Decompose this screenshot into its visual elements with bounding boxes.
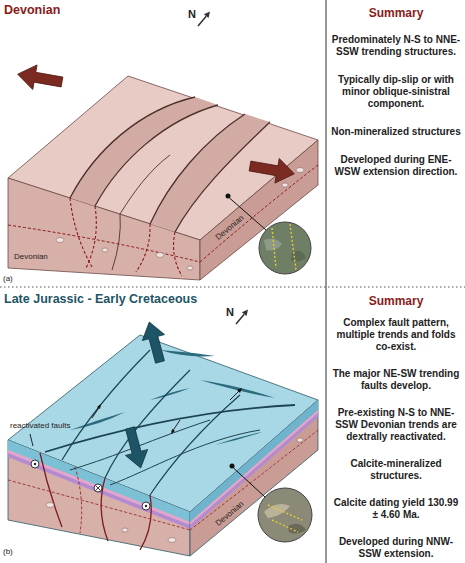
callout-label: reactivated faults (10, 421, 70, 431)
fracture-trace (272, 228, 276, 268)
slip-out-symbol (31, 460, 39, 468)
fault-section (86, 206, 96, 268)
slip-arrow-head (171, 429, 175, 434)
summary-item: Developed during ENE-WSW extension direc… (331, 154, 461, 178)
pebble (296, 168, 304, 173)
summary-item: Non-mineralized structures (331, 126, 461, 138)
unit-label: Devonian (14, 252, 48, 262)
pebble (122, 528, 128, 532)
leader-line (234, 468, 266, 497)
vein-trace (272, 520, 298, 532)
panel-title: Devonian (4, 3, 60, 18)
summary-item: Typically dip-slip or with minor oblique… (331, 74, 461, 110)
outcrop-photo (259, 222, 311, 274)
outcrop-texture (264, 504, 290, 518)
north-label: N (226, 306, 234, 319)
fault-trace (175, 122, 270, 232)
north-arrow-head (242, 310, 248, 317)
summary-item: The major NE-SW trending faults develop. (331, 368, 461, 392)
layer-boundary (8, 225, 200, 262)
fault-section (140, 495, 151, 550)
fault-section (112, 214, 120, 270)
pebble (102, 248, 108, 252)
summary-item: Calcite dating yield 130.99 ± 4.60 Ma. (331, 497, 461, 521)
north-label: N (188, 8, 196, 21)
fold-trough (215, 432, 262, 445)
summary-item: Pre-existing N-S to NNE-SSW Devonian tre… (331, 407, 461, 443)
fault-section (174, 232, 182, 276)
fault-trace (95, 105, 218, 206)
column-divider (326, 0, 327, 563)
panel-divider (0, 287, 465, 288)
slip-in-cross (96, 486, 101, 491)
panel-title: Late Jurassic - Early Cretaceous (4, 292, 197, 307)
devonian-block (8, 76, 318, 280)
slip-in-symbol (94, 484, 102, 492)
front-face (8, 440, 190, 556)
fault-trace (150, 114, 245, 224)
pebble (46, 503, 54, 508)
pebble (282, 183, 288, 187)
layer-boundary (8, 480, 190, 530)
summary-item: Complex fault pattern, multiple trends a… (331, 317, 461, 353)
slip-arrow-head (237, 388, 242, 393)
panel-letter: (b) (3, 547, 13, 557)
reactivated-fault (150, 395, 240, 495)
fault-section (70, 198, 92, 267)
panel-letter: (a) (3, 274, 13, 284)
jurassic-block (8, 335, 318, 556)
graben-strip (150, 114, 270, 232)
fold-trough (70, 412, 125, 430)
unit-label: Devonian (214, 499, 246, 528)
extension-arrow (16, 62, 65, 94)
summary-heading: Summary (330, 6, 462, 20)
cover-layer (8, 440, 190, 522)
north-arrow-head (204, 12, 210, 19)
cover-layer (8, 453, 190, 529)
pebble (56, 238, 64, 243)
pebble (187, 266, 193, 270)
fold-trough (200, 380, 275, 398)
leader-line (30, 434, 33, 446)
pebble (168, 538, 176, 543)
unit-label: Devonian (214, 213, 246, 242)
summary-item: Predominately N-S to NNE-SSW trending st… (331, 34, 461, 58)
fault-section (75, 467, 82, 533)
slip-out-dot (34, 463, 36, 465)
pebble (297, 438, 303, 442)
fault-section (136, 224, 150, 272)
extension-arrow (248, 154, 297, 186)
fracture-trace (290, 224, 296, 270)
pebble (156, 253, 164, 258)
extension-arrow (138, 319, 171, 365)
summary-item: Calcite-mineralized structures. (331, 458, 461, 482)
cover-layer (8, 450, 190, 525)
slip-out-symbol (142, 502, 150, 510)
summary-item: Developed during NNW-SSW extension. (331, 536, 461, 560)
extension-arrow (119, 425, 152, 471)
vein-trace (268, 505, 302, 520)
fault-trace (120, 155, 170, 214)
slip-arrow-head (97, 404, 101, 409)
summary-heading: Summary (330, 294, 462, 308)
north-arrow (198, 16, 206, 26)
fold-trough (160, 350, 215, 356)
outcrop-photo (258, 488, 312, 542)
north-arrow (236, 314, 244, 324)
fault-trace (70, 97, 195, 198)
slip-out-dot (145, 505, 147, 507)
reactivated-fault (105, 370, 190, 478)
